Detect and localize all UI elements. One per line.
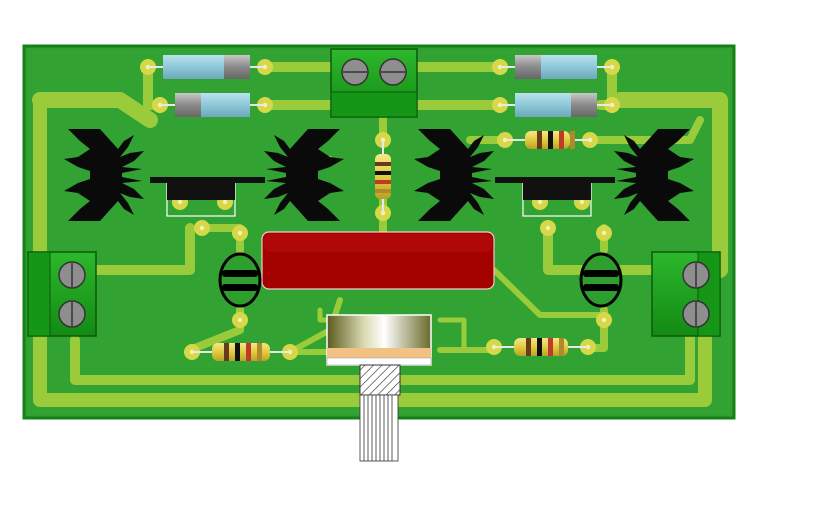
heatsink bbox=[414, 129, 494, 221]
resistor bbox=[375, 140, 391, 213]
solder-pad bbox=[194, 220, 210, 236]
potentiometer bbox=[326, 314, 432, 462]
diode bbox=[500, 55, 612, 79]
solder-pad bbox=[232, 312, 248, 328]
optocoupler-right bbox=[579, 252, 623, 308]
solder-pad bbox=[596, 225, 612, 241]
heatsink bbox=[264, 129, 344, 221]
terminal-block-top bbox=[330, 48, 418, 118]
diodes bbox=[148, 55, 612, 117]
regulator-left bbox=[150, 177, 265, 217]
optocoupler-left bbox=[218, 252, 262, 308]
resistor bbox=[494, 338, 588, 356]
heatsink bbox=[64, 129, 144, 221]
terminal-blocks bbox=[27, 48, 721, 337]
regulators bbox=[150, 177, 615, 217]
heatsinks bbox=[64, 129, 694, 221]
terminal-block-left bbox=[27, 251, 97, 337]
resistor bbox=[192, 343, 290, 361]
capacitor bbox=[261, 231, 495, 290]
heatsink bbox=[614, 129, 694, 221]
regulator-right bbox=[495, 177, 615, 217]
potentiometer-shaft bbox=[359, 394, 399, 462]
optocouplers bbox=[218, 252, 623, 308]
solder-pad bbox=[232, 225, 248, 241]
terminal-block-right bbox=[651, 251, 721, 337]
diode bbox=[160, 93, 265, 117]
solder-pad bbox=[596, 312, 612, 328]
resistors bbox=[192, 131, 590, 361]
diode bbox=[148, 55, 265, 79]
diode bbox=[500, 93, 612, 117]
solder-pad bbox=[540, 220, 556, 236]
resistor bbox=[505, 131, 590, 149]
